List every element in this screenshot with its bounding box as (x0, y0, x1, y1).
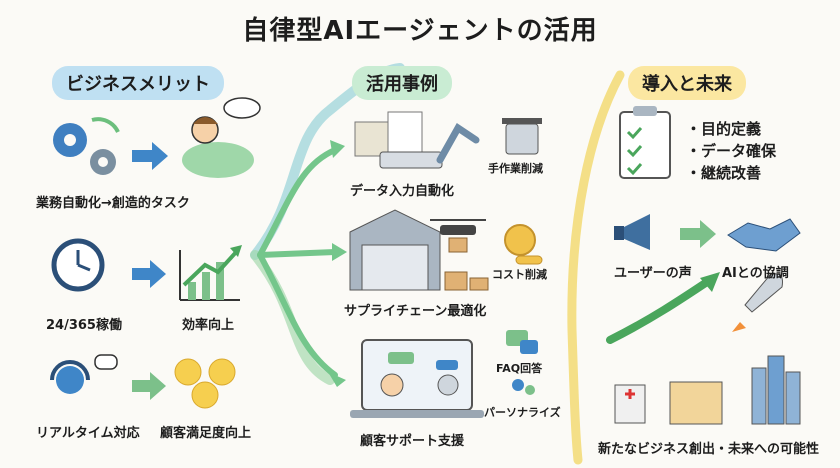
arrow-right-icon-4 (680, 220, 716, 248)
benefit-label-realtime: リアルタイム対応 (36, 426, 140, 441)
checklist-item-purpose: ・目的定義 (686, 120, 762, 138)
case-label-data-entry: データ入力自動化 (350, 184, 455, 199)
case-side-cost-reduction: コスト削減 (492, 268, 547, 281)
case-side-faq: FAQ回答 (496, 362, 543, 375)
arrow-right-icon-2 (132, 260, 166, 288)
future-label-voice: ユーザーの声 (614, 266, 692, 281)
gears-icon (53, 117, 120, 175)
data-entry-illustration (354, 111, 480, 169)
future-label-outlook: 新たなビジネス創出・未来への可能性 (598, 442, 820, 457)
arrow-right-icon-3 (132, 372, 166, 400)
growth-chart-icon (179, 245, 242, 301)
handshake-icon (727, 218, 801, 252)
case-label-support: 顧客サポート支援 (360, 434, 465, 449)
page-title: 自律型AIエージェントの活用 (242, 16, 598, 46)
checklist-item-improve: ・継続改善 (686, 164, 762, 182)
case-side-manual-reduction: 手作業削減 (488, 162, 543, 175)
checklist-item-data: ・データ確保 (686, 142, 777, 160)
megaphone-icon (614, 214, 650, 250)
rocket-icon (732, 273, 783, 332)
branch-arrow-bottom-head (328, 372, 346, 387)
section-title-benefits: ビジネスメリット (52, 66, 224, 100)
users-icon (512, 379, 535, 395)
section-title-future: 導入と未来 (628, 66, 746, 100)
case-side-personalize: パーソナライズ (484, 406, 561, 419)
benefit-result-satisfaction: 顧客満足度向上 (160, 426, 252, 441)
arrow-right-icon (132, 142, 168, 170)
growth-arrow-icon (606, 276, 714, 344)
laptop-chat-illustration (350, 339, 484, 418)
branch-arrow-mid-head (332, 243, 347, 261)
future-label-collab: AIとの協調 (722, 266, 789, 281)
clock-icon (51, 238, 105, 292)
city-buildings-icon (614, 355, 801, 425)
branch-arrow-top (257, 147, 338, 258)
chat-bubbles-icon (506, 330, 538, 354)
benefit-result-efficiency: 効率向上 (182, 318, 235, 333)
branch-arrow-mid (257, 249, 338, 258)
benefit-label-24-365: 24/365稼働 (46, 318, 122, 333)
branch-arrow-top-head (330, 140, 345, 158)
warehouse-illustration (349, 209, 489, 291)
section-title-cases: 活用事例 (352, 66, 452, 100)
trash-bin-icon (502, 118, 542, 155)
coins-icon (504, 224, 543, 265)
drone-icon (430, 219, 486, 253)
case-label-supply-chain: サプライチェーン最適化 (344, 304, 487, 319)
headset-icon (50, 354, 118, 394)
relaxing-person-icon (182, 97, 261, 178)
branch-arrow-bottom (257, 252, 338, 378)
flow-swoosh-right (567, 70, 625, 465)
benefit-label-automation: 業務自動化→創造的タスク (36, 196, 190, 211)
smiley-faces-icon (174, 358, 236, 409)
checklist-icon (619, 106, 671, 179)
